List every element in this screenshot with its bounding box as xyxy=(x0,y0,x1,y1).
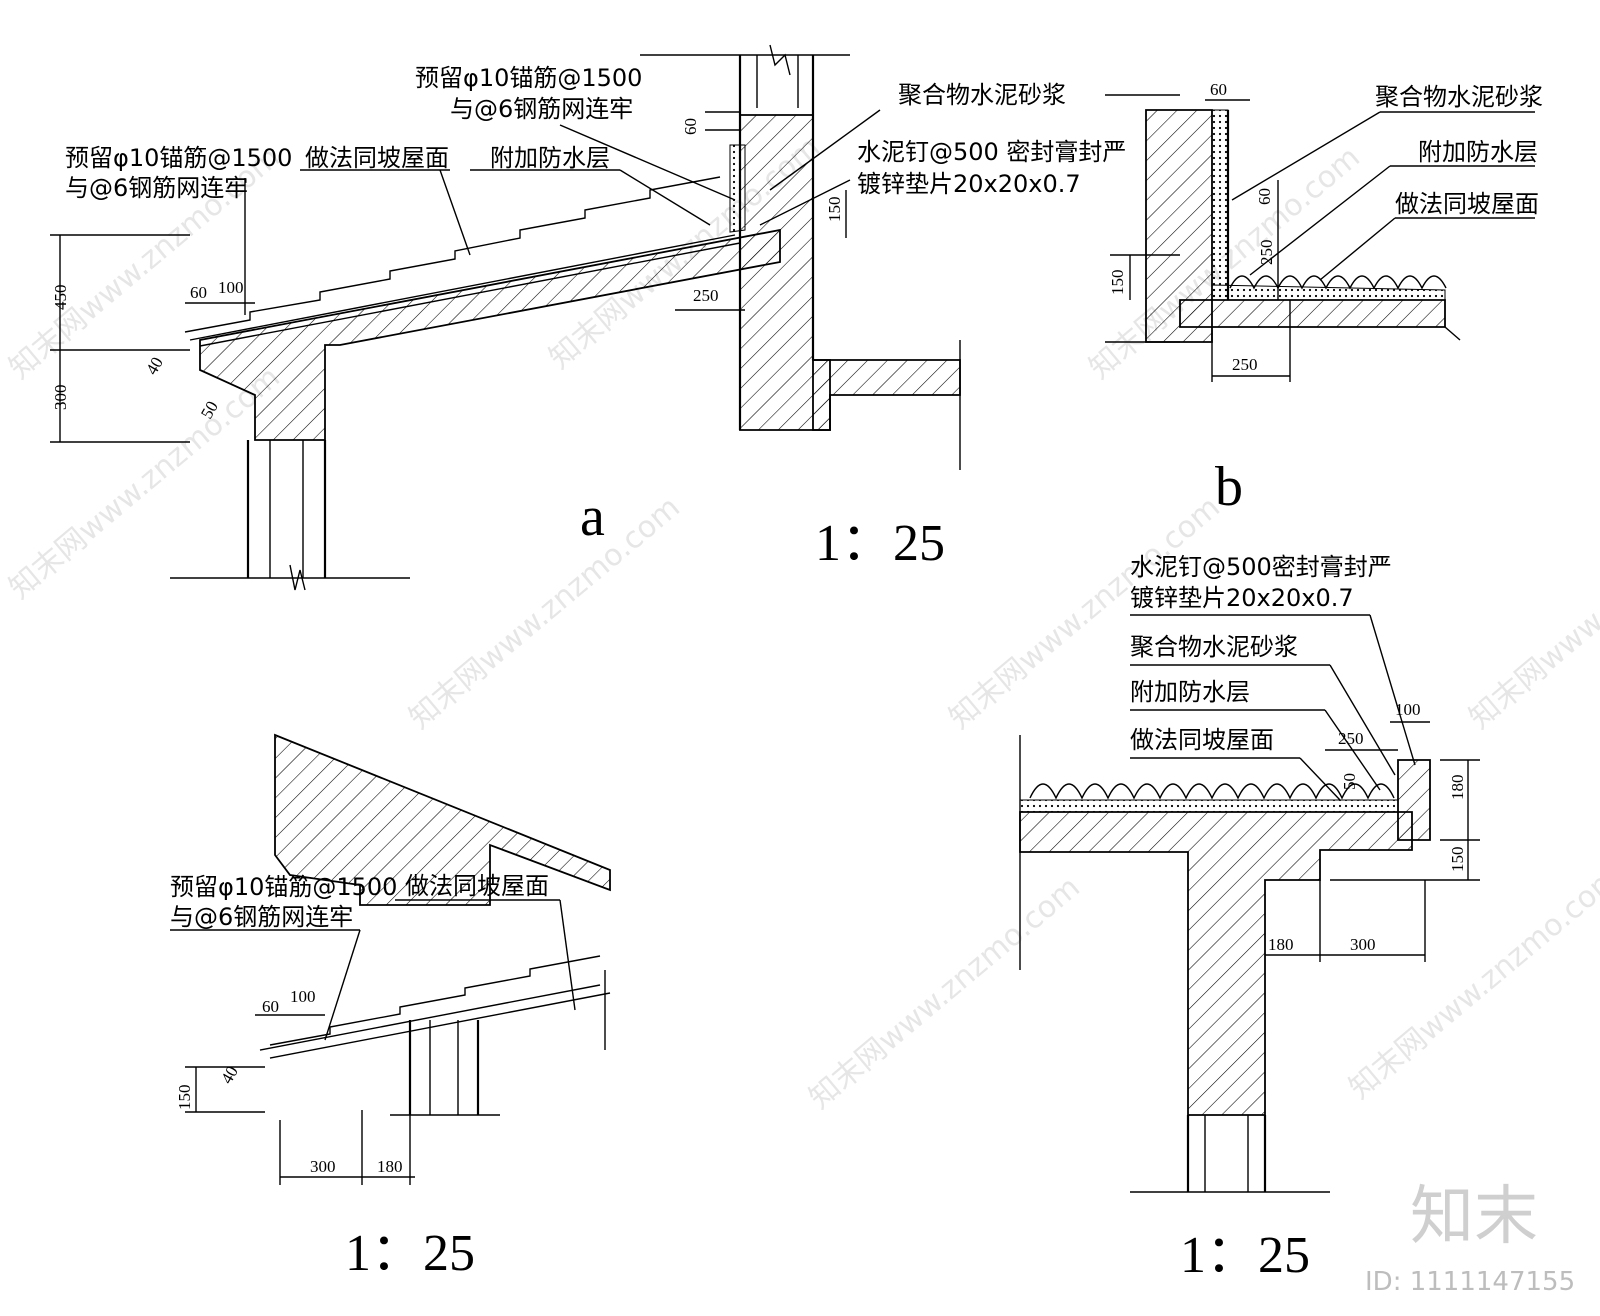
label-same-b: 做法同坡屋面 xyxy=(1395,190,1539,218)
dim-label: 60 xyxy=(681,118,700,135)
watermark-text: 知末网www.znzmo.com xyxy=(403,490,687,736)
brand-logo: 知末 xyxy=(1410,1180,1538,1254)
label-anchor-left: 预留φ10锚筋@1500 xyxy=(65,144,292,172)
scale-label-c: 1：25 xyxy=(345,1225,475,1282)
dim-label: 150 xyxy=(175,1085,194,1111)
image-id: ID: 1111147155 xyxy=(1365,1267,1575,1297)
dim-label: 180 xyxy=(377,1157,403,1176)
label-same-d: 做法同坡屋面 xyxy=(1130,726,1274,754)
dim-label: 300 xyxy=(51,385,70,411)
detail-a: 450 300 60 100 40 50 60 150 250 预留φ10锚筋@… xyxy=(50,44,1126,591)
label-washer-d: 镀锌垫片20x20x0.7 xyxy=(1130,584,1354,612)
label-same-c: 做法同坡屋面 xyxy=(405,872,549,900)
dim-label: 180 xyxy=(1268,935,1294,954)
dim-label: 300 xyxy=(310,1157,336,1176)
dim-label: 250 xyxy=(693,286,719,305)
watermark-text: 知末网www.znzmo.com xyxy=(1343,860,1600,1106)
detail-mark-a: a xyxy=(580,486,605,548)
label-anchor-c-2: 与@6钢筋网连牢 xyxy=(170,903,353,931)
label-mortar: 聚合物水泥砂浆 xyxy=(898,81,1066,109)
label-extra-wp: 附加防水层 xyxy=(490,144,610,172)
dim-label: 60 xyxy=(1255,188,1274,205)
watermark-text: 知末网www.znzmo.com xyxy=(3,360,287,606)
label-anchor-c: 预留φ10锚筋@1500 xyxy=(170,873,397,901)
watermark-text: 知末网www.znzmo.com xyxy=(1463,490,1600,736)
detail-c: 60 100 150 40 300 180 预留φ10锚筋@1500 与@6钢筋… xyxy=(170,733,611,1282)
dim-label: 60 xyxy=(190,283,207,302)
label-nail: 水泥钉@500 密封膏封严 xyxy=(857,138,1126,166)
label-extra-wp-d: 附加防水层 xyxy=(1130,678,1250,706)
dim-label: 100 xyxy=(218,278,244,297)
dim-label: 250 xyxy=(1338,729,1364,748)
dim-label: 150 xyxy=(1108,270,1127,296)
detail-mark-b: b xyxy=(1215,456,1243,518)
label-mortar-b: 聚合物水泥砂浆 xyxy=(1375,83,1543,111)
detail-d: 100 250 50 180 150 180 300 水泥钉@500密封膏封严 … xyxy=(1019,553,1480,1284)
label-anchor-top: 预留φ10锚筋@1500 xyxy=(415,64,642,92)
dim-label: 60 xyxy=(262,997,279,1016)
dim-label: 100 xyxy=(1395,700,1421,719)
watermark-text: 知末网www.znzmo.com xyxy=(803,870,1087,1116)
dim-label: 250 xyxy=(1257,240,1276,266)
dim-label: 450 xyxy=(51,285,70,311)
label-same-left: 做法同坡屋面 xyxy=(305,144,449,172)
dim-label: 40 xyxy=(142,354,167,378)
label-nail-d: 水泥钉@500密封膏封严 xyxy=(1130,553,1392,581)
dim-label: 50 xyxy=(1340,773,1359,790)
detail-b: 60 60 250 150 250 聚合物水泥砂浆 附加防水层 做法同坡屋面 b xyxy=(1105,80,1543,518)
label-extra-wp-b: 附加防水层 xyxy=(1418,138,1538,166)
dim-label: 100 xyxy=(290,987,316,1006)
dim-label: 250 xyxy=(1232,355,1258,374)
dim-label: 300 xyxy=(1350,935,1376,954)
label-anchor-top-2: 与@6钢筋网连牢 xyxy=(450,95,633,123)
dim-label: 60 xyxy=(1210,80,1227,99)
dim-label: 150 xyxy=(1448,847,1467,873)
label-mortar-d: 聚合物水泥砂浆 xyxy=(1130,633,1298,661)
label-washer: 镀锌垫片20x20x0.7 xyxy=(857,170,1081,198)
scale-label-a: 1：25 xyxy=(815,515,945,572)
dim-label: 180 xyxy=(1448,775,1467,801)
label-anchor-left-2: 与@6钢筋网连牢 xyxy=(65,174,248,202)
scale-label-d: 1：25 xyxy=(1180,1227,1310,1284)
dim-label: 150 xyxy=(825,197,844,223)
